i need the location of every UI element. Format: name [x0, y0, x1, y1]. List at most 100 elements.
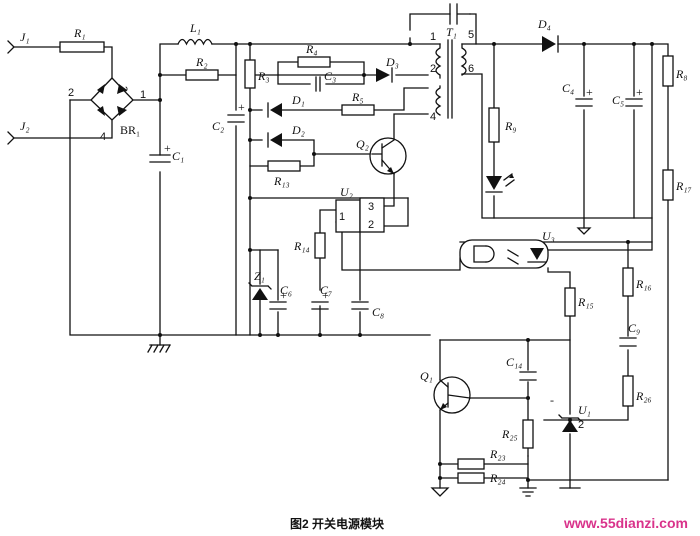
label-r14: R₁₄: [293, 239, 310, 253]
diode-d3: D₃: [376, 55, 399, 83]
label-r3: R₃: [257, 69, 270, 83]
capacitor-c2: + C₂: [212, 100, 245, 133]
resistor-r26: R₂₆: [622, 375, 652, 407]
label-r8: R₈: [675, 67, 688, 81]
capacitor-c3: C₃: [315, 69, 336, 92]
label-c9: C₉: [628, 321, 640, 335]
regulator-u1: U₁ 2 -: [550, 393, 591, 432]
transistor-q1: Q₁: [420, 369, 471, 414]
ground-secondary: [576, 227, 592, 235]
resistor-r8: R₈: [662, 55, 688, 87]
label-r16: R₁₆: [635, 277, 652, 291]
c1-plus-mark: +: [164, 141, 171, 155]
label-r13: R₁₃: [273, 174, 290, 188]
label-q1: Q₁: [420, 369, 433, 383]
label-c2: C₂: [212, 119, 224, 133]
br-pin-4: 4: [100, 131, 106, 143]
inductor-l1: L₁: [177, 21, 213, 46]
ground-q1: [430, 487, 450, 497]
capacitor-c14: C₁₄: [506, 355, 537, 381]
c6-plus-mark: +: [280, 288, 287, 302]
label-c5: C₅: [612, 93, 624, 107]
figure-caption: 图2 开关电源模块: [290, 516, 385, 531]
label-r2: R₂: [195, 55, 208, 69]
resistor-r23: R₂₃: [457, 447, 506, 470]
capacitor-c9: C₉: [619, 321, 640, 347]
resistor-r3: R₃: [244, 59, 270, 89]
label-d4: D₄: [537, 17, 551, 31]
label-u2: U₂: [340, 185, 353, 199]
diode-d4: D₄: [537, 17, 559, 53]
u2-pin-2: 2: [368, 219, 374, 231]
label-t1: T₁: [446, 25, 457, 39]
resistor-r25: R₂₅: [501, 419, 534, 449]
t1-pin-6: 6: [468, 63, 474, 75]
transformer-t1: 1 2 4 5 6 T₁: [430, 25, 474, 123]
label-r23: R₂₃: [489, 447, 506, 461]
junction-dots: [158, 42, 654, 482]
br-pin-1: 1: [140, 89, 146, 101]
resistor-r16: R₁₆: [622, 267, 652, 297]
led-indicator: [485, 173, 515, 193]
capacitor-c7: + C₇: [311, 283, 332, 310]
zener-z1: Z₁: [248, 269, 272, 300]
br-pin-3: 3: [117, 86, 129, 92]
capacitor-c6: + C₆: [269, 283, 292, 310]
label-d3: D₃: [385, 55, 399, 69]
label-l1: L₁: [189, 21, 201, 35]
wires: [13, 13, 669, 489]
label-u3: U₃: [542, 229, 555, 243]
t1-pin-5: 5: [468, 29, 474, 41]
u1-minus-mark: -: [550, 393, 554, 407]
label-r9: R₉: [504, 119, 517, 133]
label-c1: C₁: [172, 149, 184, 163]
c2-plus-mark: +: [238, 100, 245, 114]
c7-plus-mark: +: [322, 288, 329, 302]
label-j2: J₂: [20, 119, 30, 133]
br-pin-2: 2: [68, 87, 74, 99]
label-c7: C₇: [320, 283, 332, 297]
ground-chassis-left: [147, 344, 171, 353]
label-c4: C₄: [562, 81, 574, 95]
label-r17: R₁₇: [675, 179, 692, 193]
label-q2: Q₂: [356, 137, 369, 151]
capacitor-top: [449, 3, 471, 25]
label-z1: Z₁: [254, 269, 265, 283]
resistor-r14: R₁₄: [293, 232, 326, 259]
label-br1: BR₁: [120, 123, 140, 137]
c5-plus-mark: +: [636, 85, 643, 99]
capacitor-c8: C₈: [351, 301, 384, 319]
u2-pin-3: 3: [368, 201, 374, 213]
resistor-r2: R₂: [185, 55, 219, 81]
transistor-q2: Q₂: [356, 137, 407, 175]
label-c6: C₆: [280, 283, 292, 297]
label-d2: D₂: [291, 123, 305, 137]
capacitor-c4: + C₄: [562, 81, 593, 107]
resistor-r4: R₄: [297, 42, 331, 68]
label-u1: U₁: [578, 403, 591, 417]
connector-j1: J₁: [7, 30, 30, 54]
resistor-r1: R₁: [59, 26, 105, 53]
c4-plus-mark: +: [586, 85, 593, 99]
resistor-r5: R₅: [341, 90, 375, 116]
t1-pin-1: 1: [430, 31, 436, 43]
label-r15: R₁₅: [577, 295, 594, 309]
label-r5: R₅: [351, 90, 364, 104]
resistor-r24: R₂₄: [457, 471, 506, 485]
optocoupler-u3: U₃: [459, 229, 555, 269]
t1-pin-4: 4: [430, 111, 436, 123]
u1-pin-2: 2: [578, 419, 584, 431]
capacitor-c5: + C₅: [612, 85, 643, 107]
label-c3: C₃: [324, 69, 336, 83]
resistor-r13: R₁₃: [267, 160, 301, 188]
connector-j2: J₂: [7, 119, 30, 145]
label-c14: C₁₄: [506, 355, 522, 369]
label-j1: J₁: [20, 30, 30, 44]
resistor-r15: R₁₅: [564, 287, 594, 317]
ground-regulator: [519, 487, 581, 497]
u2-pin-1: 1: [339, 211, 345, 223]
label-c8: C₈: [372, 305, 384, 319]
label-r26: R₂₆: [635, 389, 652, 403]
watermark: www.55dianzi.com: [563, 515, 688, 531]
